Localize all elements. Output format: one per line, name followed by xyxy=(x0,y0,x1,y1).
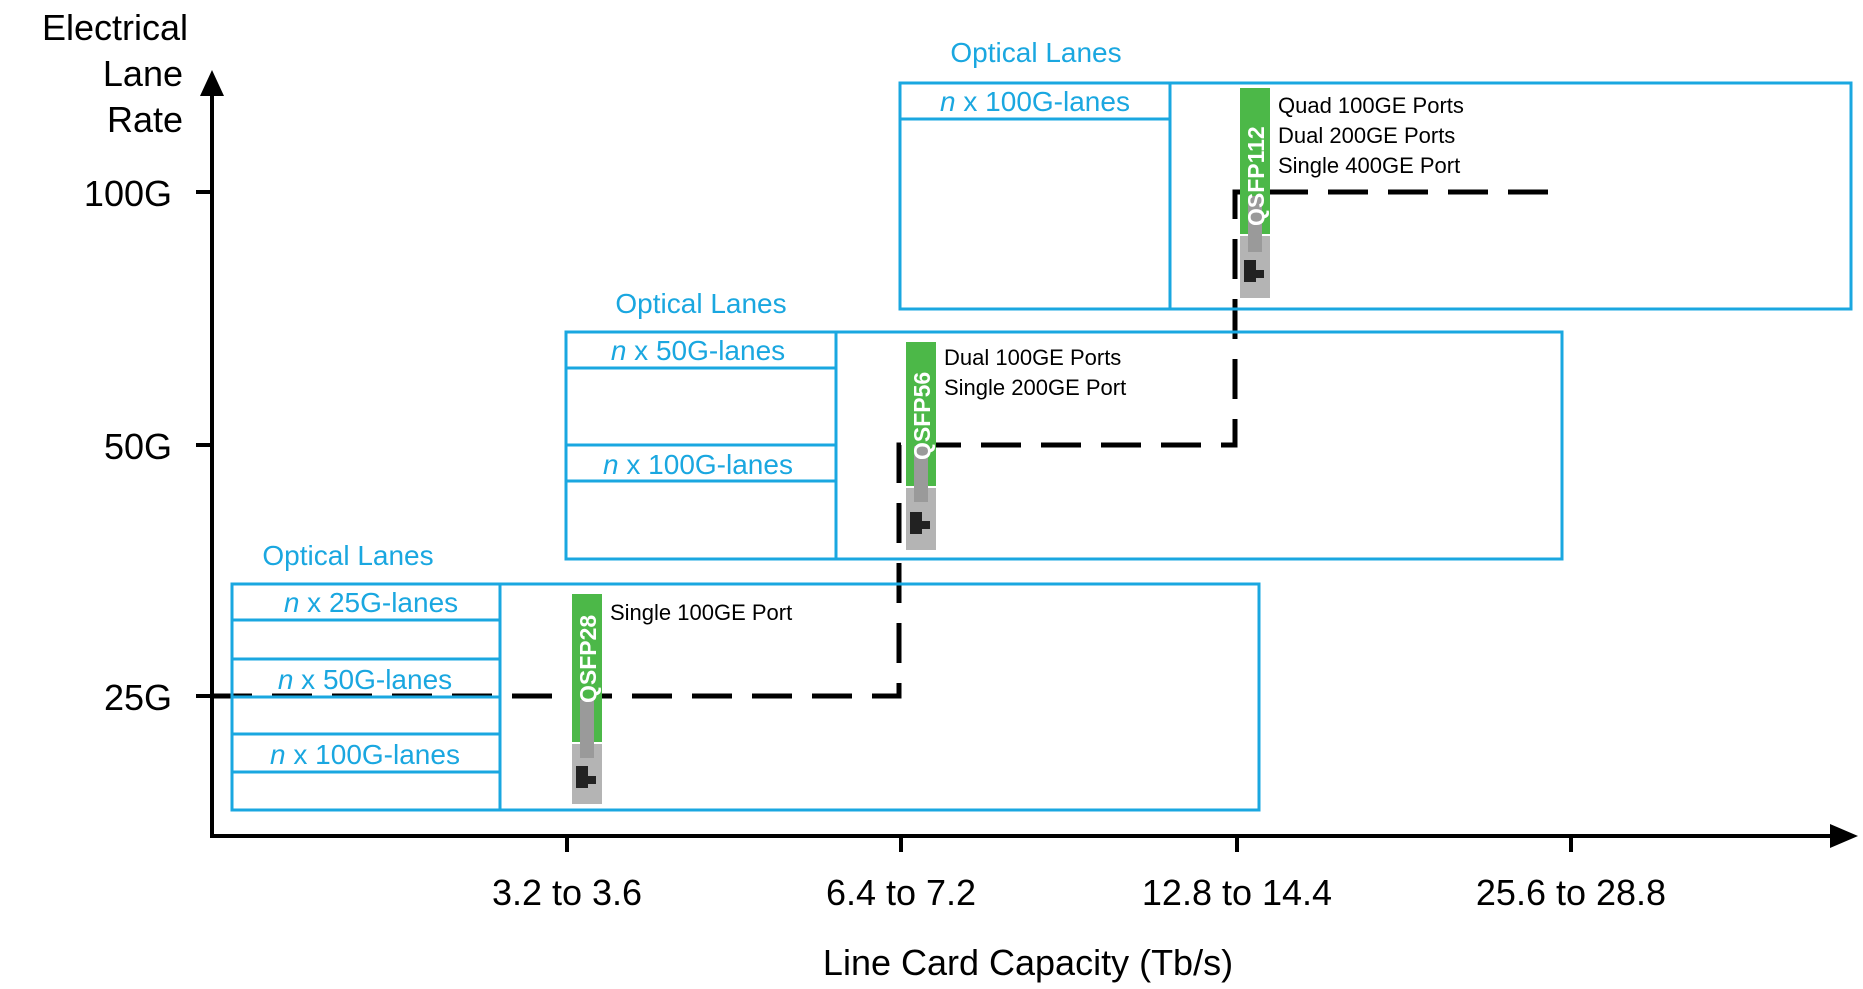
x-axis-title: Line Card Capacity (Tb/s) xyxy=(823,942,1233,983)
y-axis-title-line-3: Rate xyxy=(107,99,183,140)
group-25g-lane-label-1: n x 25G-lanes xyxy=(284,587,458,618)
qsfp56-module-icon: QSFP56 xyxy=(906,342,936,550)
qsfp112-port-label-2: Dual 200GE Ports xyxy=(1278,123,1455,148)
qsfp28-module-label: QSFP28 xyxy=(575,615,601,703)
qsfp112-module-icon: QSFP112 xyxy=(1240,88,1270,298)
group-100g-outer-box xyxy=(898,81,1853,311)
qsfp112-port-label-1: Quad 100GE Ports xyxy=(1278,93,1464,118)
qsfp56-module-label: QSFP56 xyxy=(909,372,935,460)
group-50g-lane-label-1: n x 50G-lanes xyxy=(611,335,785,366)
group-25g-lane-label-2: n x 50G-lanes xyxy=(278,664,452,695)
y-axis-title-line-1: Electrical xyxy=(42,7,188,48)
y-axis-arrow-icon xyxy=(200,70,224,96)
axes: Electrical Lane Rate 100G 50G 25G 3.2 to… xyxy=(42,7,1858,983)
group-50g: Optical Lanes n x 50G-lanes n x 100G-lan… xyxy=(564,288,1564,561)
y-tick-label-25g: 25G xyxy=(104,677,172,718)
group-25g-lane-label-3: n x 100G-lanes xyxy=(270,739,460,770)
group-25g: Optical Lanes n x 25G-lanes n x 50G-lane… xyxy=(230,540,1261,812)
qsfp28-port-label-1: Single 100GE Port xyxy=(610,600,792,625)
group-50g-lane-label-2: n x 100G-lanes xyxy=(603,449,793,480)
qsfp56-port-label-1: Dual 100GE Ports xyxy=(944,345,1121,370)
qsfp28-module-icon: QSFP28 xyxy=(572,594,602,804)
x-tick-label-1: 3.2 to 3.6 xyxy=(492,872,642,913)
x-tick-label-2: 6.4 to 7.2 xyxy=(826,872,976,913)
qsfp112-port-label-3: Single 400GE Port xyxy=(1278,153,1460,178)
x-axis-arrow-icon xyxy=(1830,824,1858,848)
qsfp112-module-label: QSFP112 xyxy=(1243,126,1269,226)
group-100g-lane-label-1: n x 100G-lanes xyxy=(940,86,1130,117)
group-100g-header: Optical Lanes xyxy=(950,37,1121,68)
x-tick-label-3: 12.8 to 14.4 xyxy=(1142,872,1332,913)
y-axis-title-line-2: Lane xyxy=(103,53,183,94)
group-50g-header: Optical Lanes xyxy=(615,288,786,319)
y-tick-label-100g: 100G xyxy=(84,173,172,214)
y-tick-label-50g: 50G xyxy=(104,426,172,467)
x-tick-label-4: 25.6 to 28.8 xyxy=(1476,872,1666,913)
qsfp56-port-label-2: Single 200GE Port xyxy=(944,375,1126,400)
group-25g-header: Optical Lanes xyxy=(262,540,433,571)
group-100g: Optical Lanes n x 100G-lanes QSFP112 Qua… xyxy=(898,37,1853,311)
lane-rate-step-path xyxy=(212,189,1555,699)
